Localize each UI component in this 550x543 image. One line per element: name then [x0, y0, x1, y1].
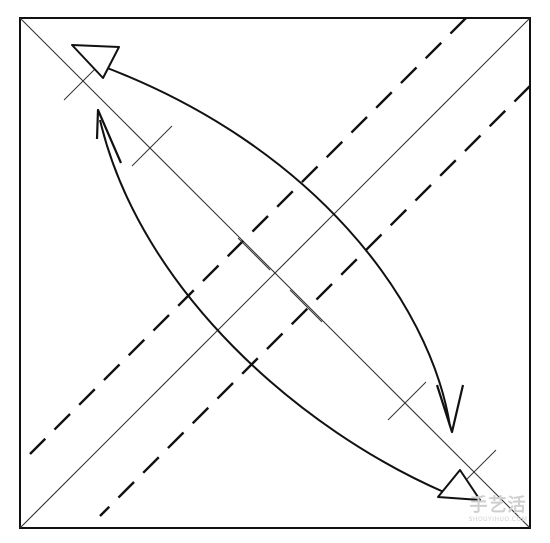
tick-mark	[289, 289, 323, 323]
fold-arrowhead-bottom-right	[437, 469, 481, 501]
diagonal-crease-anti	[19, 17, 531, 529]
fold-arrowhead-right	[435, 384, 465, 434]
tick-mark	[131, 125, 173, 167]
paper-square-outline	[19, 17, 531, 529]
fold-arrowhead-top-left	[71, 44, 120, 79]
fold-arrowhead-top	[95, 108, 123, 164]
tick-mark	[237, 237, 271, 271]
dashed-fold-line-lower	[99, 85, 531, 517]
fold-arrow-curve-inner	[99, 119, 447, 494]
dashed-fold-line-upper	[29, 17, 467, 455]
tick-mark	[387, 381, 427, 421]
fold-arrow-curve-outer	[101, 65, 451, 427]
